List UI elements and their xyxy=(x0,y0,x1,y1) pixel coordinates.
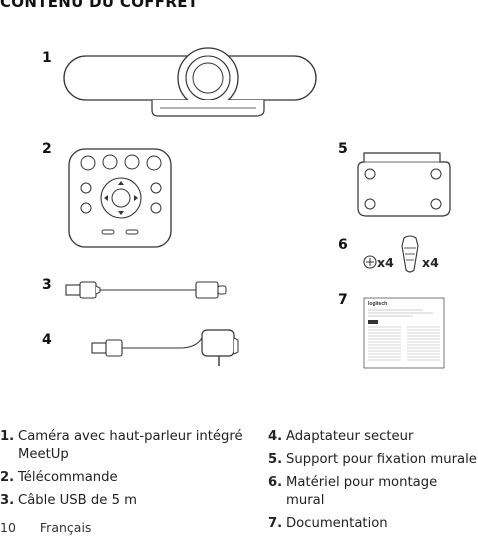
list-item-label: Télécommande xyxy=(18,470,118,485)
list-item-label: Support pour fixation murale xyxy=(286,452,477,467)
item-number-4: 4 xyxy=(42,332,52,348)
contents-list-left: 1. Caméra avec haut-parleur intégré Meet… xyxy=(0,428,248,515)
doc-brand-text: logitech xyxy=(368,301,387,307)
usb-cable-illustration xyxy=(65,281,227,299)
anchor-qty-label: x4 xyxy=(422,255,439,270)
page-footer: 10 Français xyxy=(0,520,91,535)
list-item-label: Caméra avec haut-parleur intégré MeetUp xyxy=(18,429,243,462)
list-item-number: 2. xyxy=(0,470,15,485)
list-item-number: 1. xyxy=(0,429,15,444)
item-number-6: 6 xyxy=(338,237,348,253)
screw-qty-label: x4 xyxy=(377,255,394,270)
page-language: Français xyxy=(39,520,92,535)
documentation-illustration: logitech xyxy=(363,297,445,369)
list-item-number: 4. xyxy=(268,429,283,444)
wall-mount-illustration xyxy=(357,152,451,217)
list-item: 3. Câble USB de 5 m xyxy=(0,492,248,510)
item-number-5: 5 xyxy=(338,141,348,157)
page-title: CONTENU DU COFFRET xyxy=(0,0,199,11)
list-item: 7. Documentation xyxy=(268,515,478,533)
item-number-2: 2 xyxy=(42,141,52,157)
page-number: 10 xyxy=(0,520,16,535)
list-item-number: 7. xyxy=(268,516,283,531)
list-item-number: 3. xyxy=(0,493,15,508)
list-item-number: 6. xyxy=(268,475,283,490)
mounting-hardware-illustration: x4 x4 xyxy=(363,235,439,273)
item-number-3: 3 xyxy=(42,277,52,293)
list-item-label: Câble USB de 5 m xyxy=(18,493,137,508)
list-item: 2. Télécommande xyxy=(0,469,248,487)
list-item-label: Documentation xyxy=(286,516,388,531)
list-item-number: 5. xyxy=(268,452,283,467)
list-item: 5. Support pour fixation murale xyxy=(268,451,478,469)
camera-illustration xyxy=(63,47,317,117)
item-number-7: 7 xyxy=(338,292,348,308)
list-item: 1. Caméra avec haut-parleur intégré Meet… xyxy=(0,428,248,464)
contents-list-right: 4. Adaptateur secteur 5. Support pour fi… xyxy=(268,428,478,538)
list-item-label: Adaptateur secteur xyxy=(286,429,414,444)
list-item: 4. Adaptateur secteur xyxy=(268,428,478,446)
list-item: 6. Matériel pour montage mural xyxy=(268,474,478,510)
list-item-label: Matériel pour montage mural xyxy=(286,475,438,508)
remote-illustration xyxy=(68,148,172,248)
item-number-1: 1 xyxy=(42,50,52,66)
power-adapter-illustration xyxy=(91,329,239,366)
